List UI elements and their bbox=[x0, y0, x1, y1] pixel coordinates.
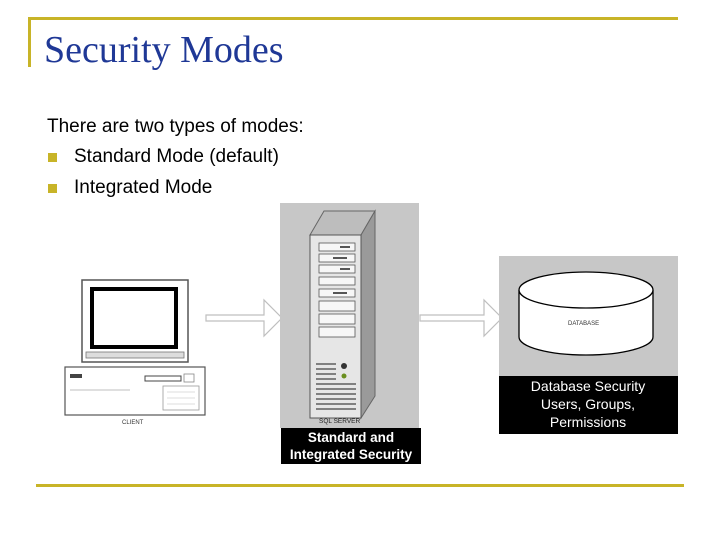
database-label: DATABASE bbox=[568, 321, 599, 327]
frame-left-line bbox=[28, 17, 31, 67]
intro-text: There are two types of modes: bbox=[47, 116, 304, 137]
database-caption-line3: Permissions bbox=[550, 414, 626, 430]
list-item: Integrated Mode bbox=[47, 177, 279, 208]
server-tower-icon: SQL SERVER Standard and Integrated Secur… bbox=[280, 203, 421, 464]
server-caption-line1: Standard and bbox=[308, 430, 394, 445]
bullet-list: Standard Mode (default) Integrated Mode bbox=[47, 146, 279, 208]
server-caption-line2: Integrated Security bbox=[290, 447, 413, 462]
frame-bottom-line bbox=[36, 484, 684, 487]
arrow-right-icon bbox=[419, 298, 503, 338]
page-title: Security Modes bbox=[44, 29, 284, 71]
frame-top-line bbox=[28, 17, 678, 20]
arrow-right-icon bbox=[205, 298, 283, 338]
database-caption-line1: Database Security bbox=[531, 378, 645, 394]
list-item: Standard Mode (default) bbox=[47, 146, 279, 177]
client-label: CLIENT bbox=[122, 420, 144, 426]
client-computer-icon: CLIENT bbox=[64, 279, 206, 426]
database-caption-line2: Users, Groups, bbox=[541, 396, 635, 412]
bullet-text: Standard Mode (default) bbox=[74, 146, 279, 167]
bullet-square-icon bbox=[48, 153, 57, 162]
server-label: SQL SERVER bbox=[319, 418, 360, 425]
database-cylinder-icon: DATABASE Database Security Users, Groups… bbox=[499, 256, 678, 434]
bullet-square-icon bbox=[48, 184, 57, 193]
bullet-text: Integrated Mode bbox=[74, 177, 213, 198]
